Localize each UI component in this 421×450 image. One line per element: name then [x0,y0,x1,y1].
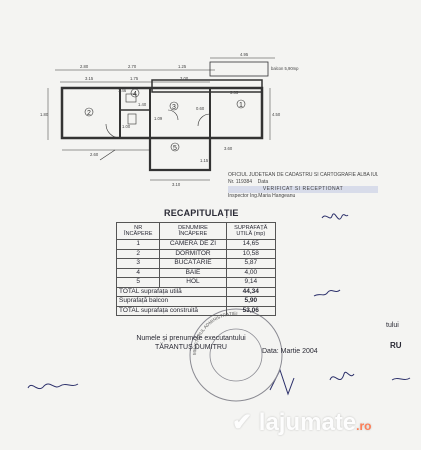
dim-5: 1.75 [130,76,139,81]
cut-off-text-2: RU [390,341,402,350]
dim-11: 0.60 [196,106,205,111]
cut-off-text-1: tului [386,322,399,329]
dim-3: 1.25 [178,64,187,69]
table-cell: DORMITOR [159,248,227,259]
executant-label: Numele și prenumele executantului [136,335,246,342]
signature-edge [391,377,411,381]
dim-14: 2.60 [90,152,99,157]
cadastre-stamp: OFICIUL JUDETEAN DE CADASTRU SI CARTOGRA… [228,172,378,216]
recap-header-nr: NR ÎNCĂPERE [115,222,161,240]
dim-4: 3.15 [85,76,94,81]
dim-2: 2.70 [128,64,137,69]
document-date: Data: Martie 2004 [262,348,318,355]
table-cell: BAIE [159,267,227,278]
dim-18: 3.35 [230,90,239,95]
dim-1: 2.80 [80,64,89,69]
table-cell: TOTAL suprafața utilă [116,286,227,297]
signature-right-2 [329,371,355,381]
executant-block: Numele și prenumele executantului TĂRANT… [116,334,266,352]
table-cell: 5,90 [225,296,277,307]
dim-10: 1.09 [154,116,163,121]
recap-table: NR ÎNCĂPERE DENUMIRE ÎNCĂPERE SUPRAFAȚĂ … [115,222,277,316]
table-cell: 3 [115,258,161,269]
room-3-label: 3 [172,104,176,111]
dim-17: 1.15 [200,158,209,163]
table-cell: 10,58 [225,248,277,259]
recap-title: RECAPITULAȚIE [164,208,239,218]
dim-16: 3.60 [224,146,233,151]
stamp-line-1: OFICIUL JUDETEAN DE CADASTRU SI CARTOGRA… [228,172,378,178]
signature-stamp [321,213,349,220]
table-cell: CAMERĂ DE ZI [159,239,227,250]
balcony-label: balcon 5,90mp [271,66,299,71]
table-cell: Suprafață balcon [116,296,227,307]
dim-6: 3.00 [180,76,189,81]
table-cell: BUCĂTĂRIE [159,258,227,269]
recap-header-area: SUPRAFAȚĂ UTILĂ (mp) [225,222,277,240]
stamp-line-inspector: Inspector Ing.Maria Hangeanu [228,193,296,199]
table-cell: 4 [115,267,161,278]
table-cell: 14,65 [225,239,277,250]
room-1-label: 1 [239,102,243,109]
room-2-label: 2 [87,110,91,117]
table-cell: 5 [115,277,161,288]
recap-header-name: DENUMIRE ÎNCĂPERE [159,222,227,240]
dim-15: 3.10 [172,182,181,187]
table-cell: 1 [115,239,161,250]
table-cell: 53,06 [225,305,277,316]
stamp-line-2: Nr. 119384 Data [228,179,269,185]
table-cell: 44,34 [225,286,277,297]
table-cell: TOTAL suprafața construită [116,305,227,316]
table-cell: 5,87 [225,258,277,269]
dim-13: 4.50 [272,112,281,117]
dim-12: 1.80 [40,112,49,117]
room-5-label: 5 [173,145,177,152]
signature-left [27,383,79,390]
table-cell: 4,00 [225,267,277,278]
signature-right-1 [313,289,341,297]
round-seal-icon: MINISTERUL ADMINISTRAȚIEI [189,308,283,402]
room-4-label: 4 [133,91,137,98]
recap-header-row: NR ÎNCĂPERE DENUMIRE ÎNCĂPERE SUPRAFAȚĂ … [115,222,277,240]
watermark-logo: ✔ lajumate.ro [232,409,372,436]
stamp-line-verified: VERIFICAT SI RECEPTIONAT [228,186,378,193]
dim-0: 4.95 [240,52,249,57]
check-icon: ✔ [232,409,253,436]
dim-7: 1.46 [118,88,127,93]
executant-name: TĂRANTUȘ DUMITRU [155,344,227,351]
dim-9: 1.00 [122,124,131,129]
table-cell: 9,14 [225,277,277,288]
floor-plan: 1 2 3 4 5 balcon 5,90mp 4.95 2.80 2.70 1… [40,52,299,187]
table-cell: 2 [115,248,161,259]
dim-8: 1.40 [138,102,147,107]
table-cell: HOL [159,277,227,288]
